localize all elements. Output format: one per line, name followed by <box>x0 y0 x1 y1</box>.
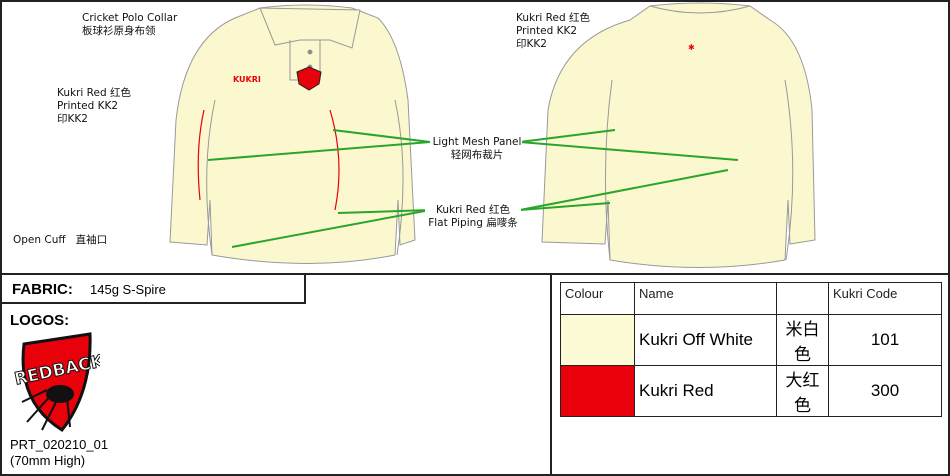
front-logo-line3: 印KK2 <box>57 113 88 125</box>
redbacks-logo: REDBACKS <box>12 332 100 432</box>
header-cn <box>776 282 829 315</box>
piping-label-line1: Kukri Red 红色 <box>436 204 510 216</box>
table-header: Colour Name Kukri Code <box>560 282 942 315</box>
colour-name: Kukri Red <box>634 365 777 417</box>
back-logo-line1: Kukri Red 红色 <box>516 12 590 24</box>
colour-name: Kukri Off White <box>634 314 777 366</box>
front-logo-line2: Printed KK2 <box>57 100 119 112</box>
table-row: Kukri Off White 米白色 101 <box>560 314 942 366</box>
mesh-label-en: Light Mesh Panel <box>432 136 522 148</box>
colour-cn: 大红色 <box>776 365 829 417</box>
piping-label-line2: Flat Piping 扁嘜条 <box>428 217 518 229</box>
header-name: Name <box>634 282 777 315</box>
colour-table: Colour Name Kukri Code Kukri Off White 米… <box>560 282 942 417</box>
table-row: Kukri Red 大红色 300 <box>560 365 942 417</box>
logos-label: LOGOS: <box>10 312 70 329</box>
colour-code: 300 <box>828 365 942 417</box>
kukri-logo-front: KUKRI <box>233 75 261 84</box>
colour-code: 101 <box>828 314 942 366</box>
colour-swatch <box>560 314 635 366</box>
logo-code: PRT_020210_01 <box>10 437 109 452</box>
logo-size: (70mm High) <box>10 453 86 468</box>
front-shirt <box>169 4 416 264</box>
garment-drawing-panel <box>0 0 950 275</box>
back-logo-line2: Printed KK2 <box>516 25 578 37</box>
colour-cn: 米白色 <box>776 314 829 366</box>
fabric-box: FABRIC: 145g S-Spire <box>0 273 306 304</box>
front-logo-line1: Kukri Red 红色 <box>57 87 131 99</box>
header-code: Kukri Code <box>828 282 942 315</box>
back-shirt <box>541 2 816 268</box>
fabric-label: FABRIC: <box>12 281 73 298</box>
kukri-logo-back: ✱ <box>688 43 695 52</box>
back-logo-line3: 印KK2 <box>516 38 547 50</box>
collar-label-en: Cricket Polo Collar <box>82 12 178 24</box>
header-colour: Colour <box>560 282 635 315</box>
fabric-value: 145g S-Spire <box>90 282 166 297</box>
colour-panel <box>550 273 950 476</box>
colour-swatch <box>560 365 635 417</box>
logo-info: PRT_020210_01(70mm High) <box>10 437 108 469</box>
shirt-drawings: KUKRI ✱ <box>169 2 816 268</box>
mesh-label-cn: 轻网布裁片 <box>450 149 504 161</box>
leader-lines <box>207 129 739 248</box>
cuff-label: Open Cuff 直袖口 <box>13 234 108 246</box>
collar-label-cn: 板球衫原身布领 <box>82 25 156 37</box>
